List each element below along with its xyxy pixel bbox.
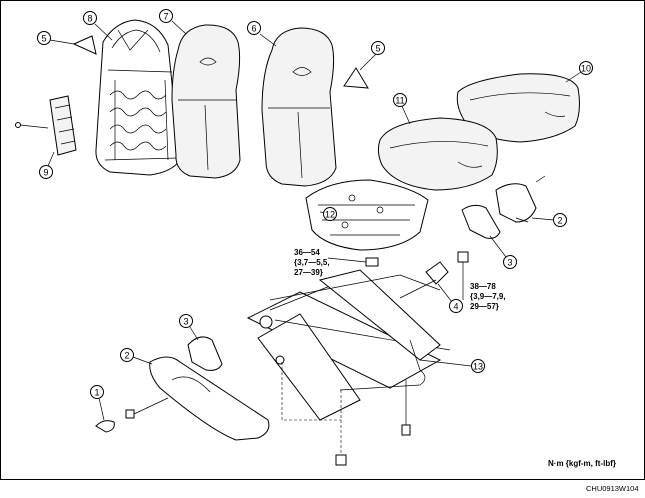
torque-line-3: 27—39} [294, 268, 323, 277]
callout-circle [83, 11, 97, 25]
callout-leader-line [171, 20, 187, 35]
callout-leader-line [565, 71, 582, 83]
callout-number: 5 [375, 44, 380, 54]
callout-circle [579, 61, 593, 75]
callout-circle [39, 165, 53, 179]
callout-leader-line [259, 33, 277, 47]
callout-number: 4 [453, 302, 458, 312]
adjust-lever-knob [399, 261, 449, 299]
callout-number: 12 [325, 210, 335, 220]
callout-c7: 7 [159, 9, 187, 35]
seat-side-cover-left [149, 356, 270, 441]
callout-number: 2 [124, 351, 129, 361]
callout-circle [37, 31, 51, 45]
callout-leader-line [401, 105, 411, 125]
hinge-cover-left [72, 35, 97, 55]
callout-leader-line [531, 217, 555, 221]
callout-number: 7 [163, 12, 168, 22]
callout-c5b: 5 [359, 41, 385, 71]
callout-number: 2 [557, 216, 562, 226]
callout-c10: 10 [565, 61, 593, 83]
torque-line-2: {3,7—5,5, [294, 258, 330, 267]
recliner-inner-cover-right [461, 204, 501, 239]
callout-leader-line [419, 359, 472, 367]
callout-number: 3 [507, 258, 512, 268]
callout-circle [247, 21, 261, 35]
callout-c9: 9 [39, 151, 55, 179]
callout-leader-line [437, 283, 453, 303]
lever-cap [95, 420, 115, 433]
recliner-cover-right [495, 183, 537, 223]
screw-recliner-right [515, 217, 529, 223]
seat-back-frame [95, 19, 181, 176]
seat-slide-rail-assembly [246, 269, 451, 421]
torque-line-1: 36—54 [294, 248, 320, 257]
callout-c4: 4 [437, 283, 463, 313]
seat-back-cover-front [261, 27, 337, 187]
bolt-cushion [327, 257, 379, 267]
callout-circle [159, 9, 173, 23]
callout-number: 8 [87, 14, 92, 24]
seat-cushion-pad [377, 117, 498, 191]
seat-cushion-pan [305, 179, 429, 251]
callout-number: 13 [473, 362, 483, 372]
callout-number: 9 [43, 168, 48, 178]
callout-c8: 8 [83, 11, 113, 41]
torque-line-2: {3,9—7,9, [470, 292, 506, 301]
figure-id: CHU0913W104 [586, 484, 639, 493]
callout-leader-line [359, 53, 377, 71]
seat-back-cover-rear [171, 24, 241, 179]
callout-number: 10 [581, 64, 591, 74]
callout-leader-line [489, 235, 507, 258]
callout-leader-line [189, 326, 199, 341]
callout-circle [323, 207, 337, 221]
callout-number: 11 [395, 96, 404, 106]
callout-c11: 11 [393, 93, 411, 125]
torque-line-3: 29—57} [470, 302, 499, 311]
hinge-cover-right [343, 67, 369, 89]
callout-circle [449, 299, 463, 313]
callout-leader-line [49, 39, 75, 45]
callout-number: 5 [41, 34, 46, 44]
callout-c12: 12 [319, 207, 337, 221]
callout-c2b: 2 [120, 348, 153, 365]
callout-leader-line [47, 151, 55, 167]
callout-leader-line [94, 23, 113, 41]
callout-c1: 1 [90, 385, 105, 421]
callout-circle [471, 359, 485, 373]
torque-spec-cushion-bolt: 36—54 {3,7—5,5, 27—39} [294, 248, 330, 278]
callout-c2a: 2 [531, 213, 567, 227]
callout-c3b: 3 [179, 314, 199, 341]
torque-spec-rail-bolt: 38—78 {3,9—7,9, 29—57} [470, 282, 506, 312]
recliner-cover-left [187, 336, 223, 371]
callout-c13: 13 [419, 359, 485, 373]
bolt-rail-rear [401, 380, 411, 436]
callout-circle [371, 41, 385, 55]
callout-circle [503, 255, 517, 269]
torque-line-1: 38—78 [470, 282, 496, 291]
callout-circle [90, 385, 104, 399]
lumbar-support-panel [15, 95, 77, 156]
callout-circle [553, 213, 567, 227]
callout-number: 1 [94, 388, 99, 398]
callout-c5a: 5 [37, 31, 75, 45]
screw-left-cover [125, 397, 169, 419]
callout-number: 6 [251, 24, 256, 34]
callout-c6: 6 [247, 21, 277, 47]
callout-circle [120, 348, 134, 362]
callout-circle [179, 314, 193, 328]
callout-c3a: 3 [489, 235, 517, 269]
bolt-rail-front [457, 251, 469, 300]
callout-circle [393, 93, 407, 107]
bolt-rail-bottom [281, 362, 347, 466]
callout-leader-line [98, 397, 105, 421]
callout-leader-line [132, 356, 153, 365]
callout-number: 3 [183, 317, 188, 327]
units-label: N·m {kgf-m, ft-lbf} [548, 459, 616, 468]
screw-right [535, 175, 546, 183]
